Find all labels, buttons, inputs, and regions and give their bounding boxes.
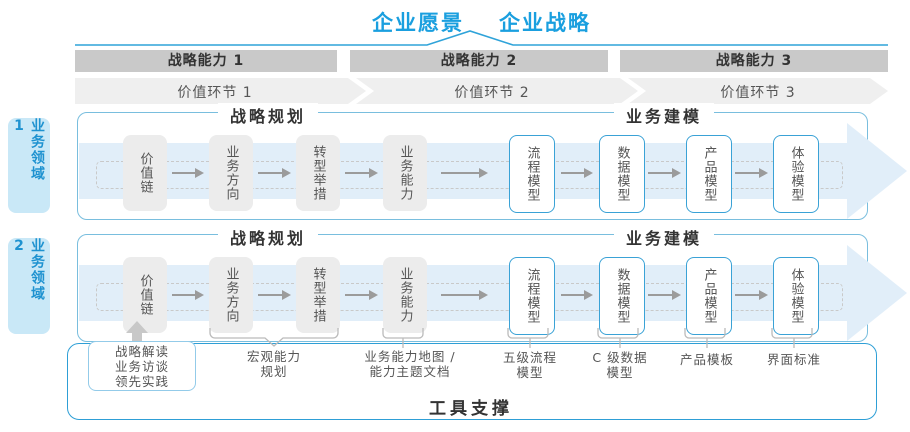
domain-row-2: 战略规划 业务建模 价值链 业务方向 转型举措 业务能力 流程模型 数据模型 产…	[77, 225, 907, 342]
node-process-model: 流程模型	[509, 135, 555, 213]
dashed-track	[96, 283, 843, 311]
peak-line	[75, 30, 888, 46]
band-arrow-icon	[847, 245, 907, 341]
header-strategic-planning: 战略规划	[217, 103, 319, 127]
node-process-model: 流程模型	[509, 257, 555, 335]
flow-arrow-icon	[172, 290, 204, 300]
page-title: 企业愿景 企业战略	[75, 7, 888, 37]
practice-note-box: 战略解读 业务访谈 领先实践	[88, 341, 196, 391]
node-value-chain: 价值链	[123, 257, 167, 333]
tool-support-box	[67, 343, 877, 420]
node-experience-model: 体验模型	[773, 257, 819, 335]
capability-bar-2: 战略能力 2	[350, 50, 608, 72]
note-macro-capability: 宏观能力 规划	[246, 349, 302, 379]
node-business-direction: 业务方向	[209, 135, 253, 211]
note-product-template: 产品模板	[679, 352, 735, 367]
node-experience-model: 体验模型	[773, 135, 819, 213]
flow-arrow-icon	[172, 168, 204, 178]
header-business-modeling: 业务建模	[613, 225, 715, 249]
capability-bar-3: 战略能力 3	[620, 50, 888, 72]
node-transformation-initiative: 转型举措	[296, 257, 340, 333]
domain-row-1: 战略规划 业务建模 价值链 业务方向 转型举措 业务能力 流程模型 数据模型 产…	[77, 103, 907, 220]
value-link-1: 价值环节 1	[177, 85, 253, 101]
note-process-model: 五级流程 模型	[502, 350, 558, 380]
flow-arrow-icon	[441, 168, 488, 178]
note-capability-map: 业务能力地图 / 能力主题文档	[364, 349, 456, 379]
flow-arrow-icon	[258, 290, 291, 300]
flow-arrow-icon	[258, 168, 291, 178]
node-transformation-initiative: 转型举措	[296, 135, 340, 211]
value-link-3: 价值环节 3	[720, 85, 796, 101]
capability-bar-1: 战略能力 1	[75, 50, 337, 72]
node-product-model: 产品模型	[686, 135, 732, 213]
node-business-direction: 业务方向	[209, 257, 253, 333]
value-chevron-bar	[75, 78, 888, 104]
note-ui-standard: 界面标准	[766, 352, 822, 367]
node-data-model: 数据模型	[599, 257, 645, 335]
flow-arrow-icon	[345, 168, 378, 178]
title-vision: 企业愿景	[371, 11, 464, 35]
node-business-capability: 业务能力	[383, 135, 427, 211]
note-data-model: C 级数据 模型	[592, 350, 648, 380]
up-arrow-icon	[126, 321, 148, 333]
bracket-icon	[209, 328, 813, 348]
flow-arrow-icon	[735, 168, 768, 178]
up-arrow-icon	[132, 333, 142, 344]
tool-support-label: 工具支撑	[429, 399, 513, 419]
node-value-chain: 价值链	[123, 135, 167, 211]
node-product-model: 产品模型	[686, 257, 732, 335]
flow-arrow-icon	[648, 290, 681, 300]
node-data-model: 数据模型	[599, 135, 645, 213]
node-business-capability: 业务能力	[383, 257, 427, 333]
flow-arrow-icon	[648, 168, 681, 178]
domain-label-2: 业务领域 2	[8, 238, 50, 334]
header-business-modeling: 业务建模	[613, 103, 715, 127]
flow-arrow-icon	[561, 290, 593, 300]
header-strategic-planning: 战略规划	[217, 225, 319, 249]
flow-arrow-icon	[735, 290, 768, 300]
band-arrow-icon	[847, 123, 907, 219]
value-link-2: 价值环节 2	[454, 85, 530, 101]
domain-label-1: 业务领域 1	[8, 118, 50, 213]
dashed-track	[96, 161, 843, 189]
flow-arrow-icon	[561, 168, 593, 178]
title-strategy: 企业战略	[499, 11, 592, 35]
flow-arrow-icon	[441, 290, 488, 300]
flow-arrow-icon	[345, 290, 378, 300]
